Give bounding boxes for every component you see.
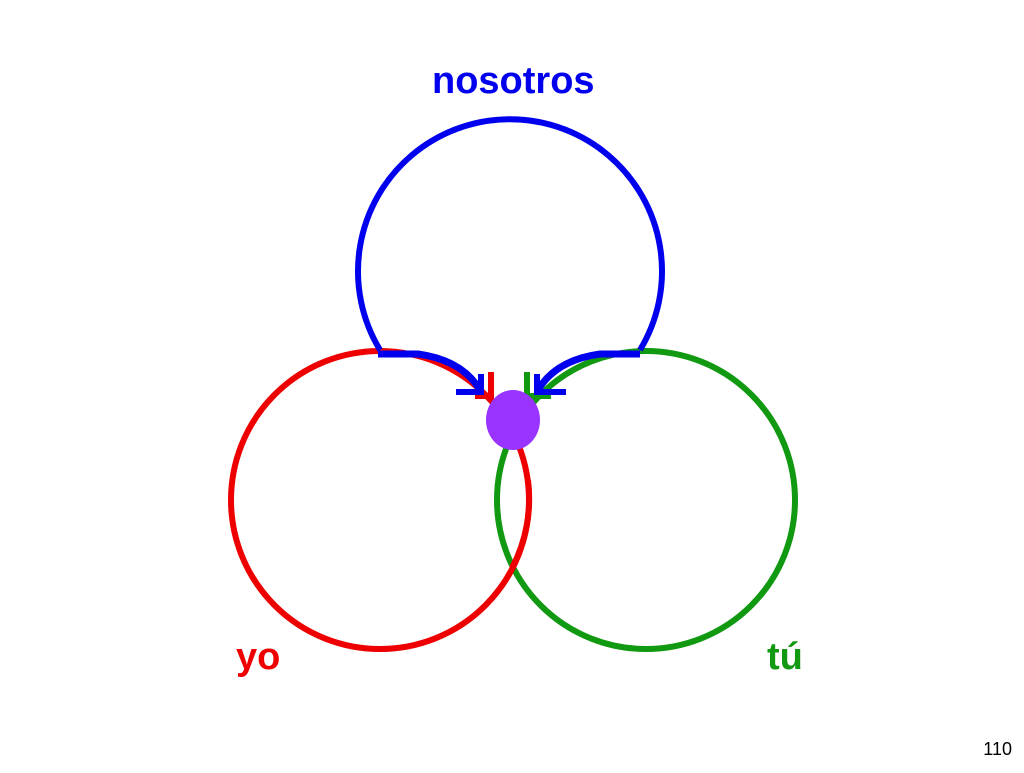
center-dot <box>486 390 540 450</box>
yo-hook <box>475 372 494 399</box>
nosotros-left-arrow <box>378 350 484 392</box>
nosotros-right-arrowhead <box>534 374 566 395</box>
nosotros-right-arrow <box>534 350 640 392</box>
tu-circle <box>494 348 798 652</box>
page-number: 110 <box>983 739 1012 759</box>
nosotros-circle <box>355 116 665 352</box>
tu-label: tú <box>767 636 803 678</box>
yo-label: yo <box>236 636 281 678</box>
nosotros-left-arrowhead <box>456 374 484 395</box>
nosotros-label: nosotros <box>432 60 595 102</box>
yo-overlap-arc <box>509 479 533 570</box>
